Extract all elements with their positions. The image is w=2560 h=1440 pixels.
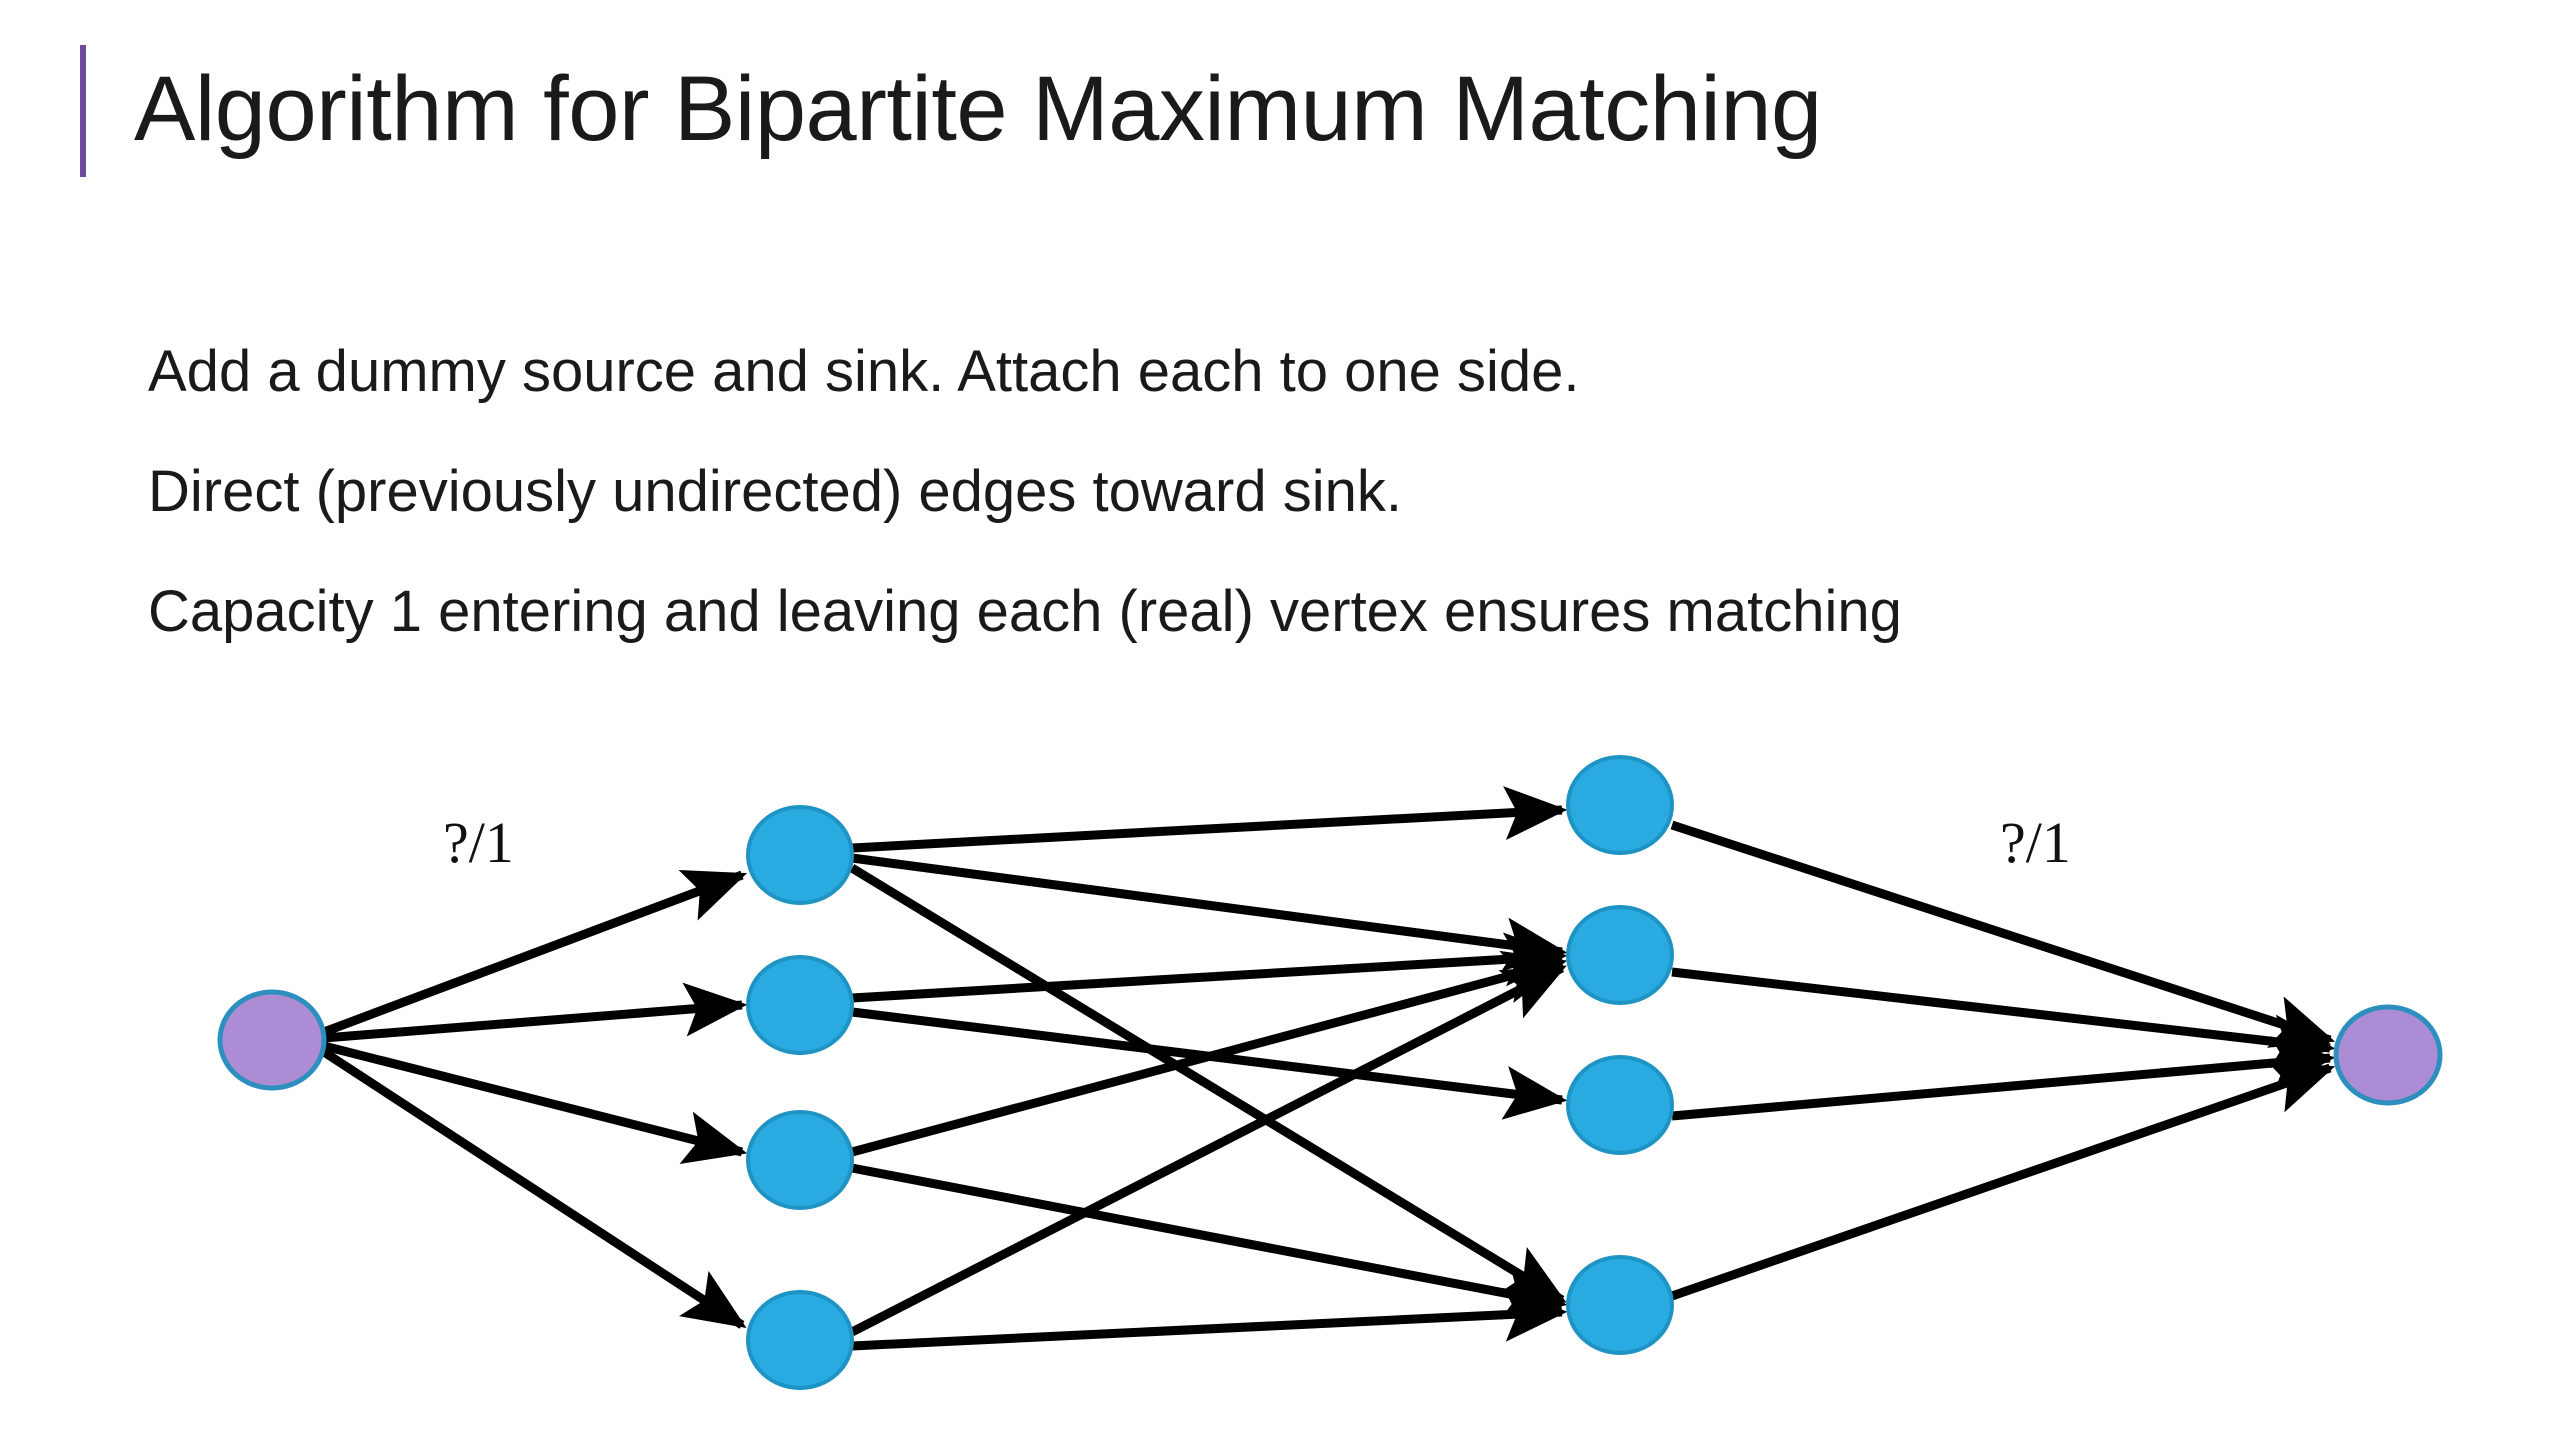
edge-L1-R2 [851,853,1568,972]
edge-R3-sink [1671,1036,2336,1121]
edge-L2-R2 [851,932,1568,1003]
edge-R4-sink [1670,1061,2336,1301]
title-accent-bar [80,45,86,177]
edge-source-L1 [322,869,748,1037]
edge-source-L2 [323,982,748,1043]
edge-R1-sink [1670,820,2336,1048]
body-line-3: Capacity 1 entering and leaving each (re… [148,579,1902,644]
page-title: Algorithm for Bipartite Maximum Matching [134,58,1822,160]
edge-source-L3 [322,1041,748,1165]
edge-R2-sink [1671,967,2336,1069]
node-right-2[interactable] [1566,905,1674,1005]
node-right-1[interactable] [1566,755,1674,855]
edge-group-source-to-left [321,869,748,1329]
body-text-block: Add a dummy source and sink. Attach each… [148,312,2448,672]
edge-L4-R4 [851,1287,1568,1351]
label-sink-capacity: ?/1 [2000,810,2071,875]
node-right-3[interactable] [1566,1055,1674,1155]
edge-L3-R4 [851,1163,1568,1320]
node-group [217,755,2443,1390]
node-left-4[interactable] [746,1290,854,1390]
node-left-3[interactable] [746,1110,854,1210]
edge-L1-R4 [849,864,1567,1304]
node-right-4[interactable] [1566,1255,1674,1355]
edge-label-group: ?/1 ?/1 [443,810,2071,875]
node-sink[interactable] [2333,1004,2443,1106]
edge-L1-R1 [851,786,1568,853]
body-line-1: Add a dummy source and sink. Attach each… [148,339,1580,404]
node-left-2[interactable] [746,955,854,1055]
edge-L3-R2 [850,950,1568,1157]
bipartite-flow-network-diagram: ?/1 ?/1 [0,700,2560,1440]
edge-source-L4 [321,1048,747,1329]
edge-group-right-to-sink [1670,820,2336,1301]
node-source[interactable] [217,989,327,1091]
edge-group-left-to-right [849,786,1568,1351]
edge-L4-R2 [849,963,1567,1337]
label-source-capacity: ?/1 [443,810,514,875]
body-line-2: Direct (previously undirected) edges tow… [148,459,1402,524]
node-left-1[interactable] [746,805,854,905]
title-block: Algorithm for Bipartite Maximum Matching [80,42,2480,177]
